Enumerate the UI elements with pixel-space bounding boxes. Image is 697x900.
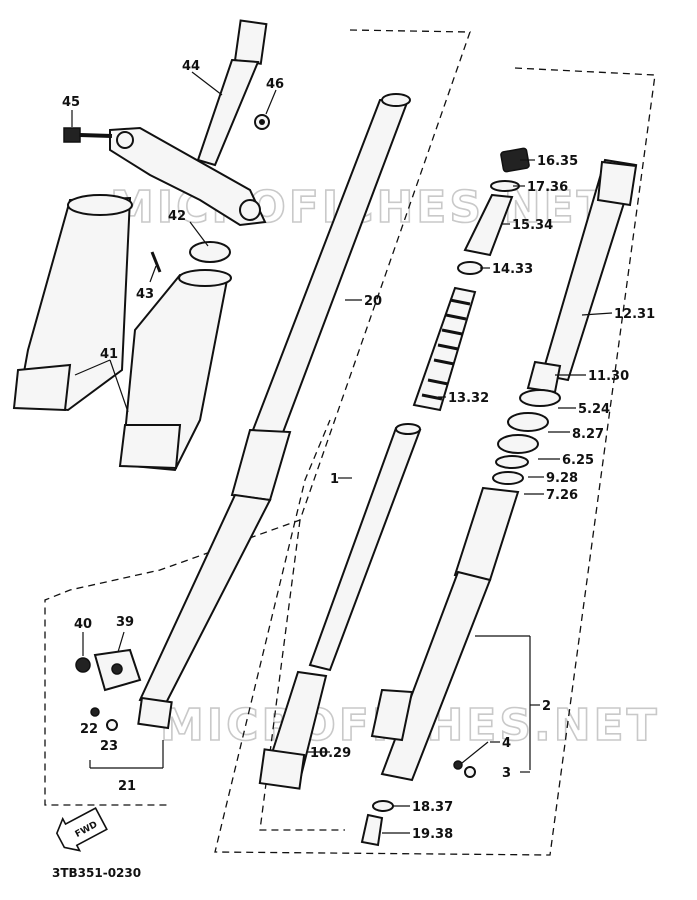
callout-46: 46 — [266, 77, 284, 92]
right-assembly-boundary — [214, 67, 656, 856]
callout-18-37: 18.37 — [412, 800, 453, 815]
callout-23: 23 — [100, 739, 118, 754]
callout-39: 39 — [116, 615, 134, 630]
callout-14-33: 14.33 — [492, 262, 533, 277]
bolt-4-part — [453, 760, 463, 770]
screw-43-part — [150, 251, 162, 273]
cap-bolt-16-35-part — [500, 147, 530, 173]
left-outer-tube-part — [137, 93, 411, 730]
callout-19-38: 19.38 — [412, 827, 453, 842]
callout-11-30: 11.30 — [588, 369, 629, 384]
spring-13-32-part — [412, 286, 477, 412]
callout-8-27: 8.27 — [572, 427, 604, 442]
callout-13-32: 13.32 — [448, 391, 489, 406]
left-assembly-boundary — [44, 29, 471, 806]
inner-tube-boundary — [259, 519, 345, 831]
callout-22: 22 — [80, 722, 98, 737]
callout-12-31: 12.31 — [614, 307, 655, 322]
diagram-code: 3TB351-0230 — [52, 866, 141, 880]
callout-21: 21 — [118, 779, 136, 794]
fwd-arrow-icon: FWD — [55, 807, 108, 852]
under-bracket-part — [109, 126, 267, 227]
bolt-22-part — [90, 707, 100, 717]
fork-boot-left-part — [12, 194, 133, 412]
callout-9-28: 9.28 — [546, 471, 578, 486]
band-42-part — [189, 241, 231, 263]
clip-8-27-part — [507, 412, 549, 432]
callout-45: 45 — [62, 95, 80, 110]
callout-43: 43 — [136, 287, 154, 302]
damper-rod-part — [258, 670, 328, 790]
callout-40: 40 — [74, 617, 92, 632]
nut-46-part — [254, 114, 270, 130]
spacer-15-34-part — [463, 193, 514, 257]
callout-1: 1 — [330, 472, 339, 487]
washer-23-part — [106, 719, 118, 731]
seat-14-33-part — [457, 261, 483, 275]
callout-20: 20 — [364, 294, 382, 309]
bushing-11-30-part — [526, 360, 562, 394]
callout-6-25: 6.25 — [562, 453, 594, 468]
callout-3: 3 — [502, 766, 511, 781]
fork-boot-right-part — [118, 269, 232, 472]
drain-bolt-19-38-part — [360, 813, 384, 847]
callout-7-26: 7.26 — [546, 488, 578, 503]
leader-lines — [71, 71, 613, 834]
callout-5-24: 5.24 — [578, 402, 610, 417]
washer-3-part — [464, 766, 476, 778]
callout-16-35: 16.35 — [537, 154, 578, 169]
outer-tube-right-12-31-part — [540, 158, 638, 382]
inner-tube-part — [308, 423, 422, 672]
callout-44: 44 — [182, 59, 200, 74]
washer-9-28-part — [495, 455, 529, 469]
callout-17-36: 17.36 — [527, 180, 568, 195]
outer-tube-lower-part — [370, 486, 520, 782]
steering-stem-part — [196, 19, 268, 167]
callout-41: 41 — [100, 347, 118, 362]
callout-10-29: 10.29 — [310, 746, 351, 761]
bolt-45-part — [63, 127, 113, 143]
callout-4: 4 — [502, 736, 511, 751]
seal-5-24-part — [519, 389, 561, 407]
bushing-7-26-part — [492, 471, 524, 485]
gasket-18-37-part — [372, 800, 394, 812]
callout-2: 2 — [542, 699, 551, 714]
callout-42: 42 — [168, 209, 186, 224]
callout-15-34: 15.34 — [512, 218, 553, 233]
axle-holder-39-part — [93, 648, 142, 692]
oil-seal-6-25-part — [497, 434, 539, 454]
nut-40-part — [75, 657, 91, 673]
